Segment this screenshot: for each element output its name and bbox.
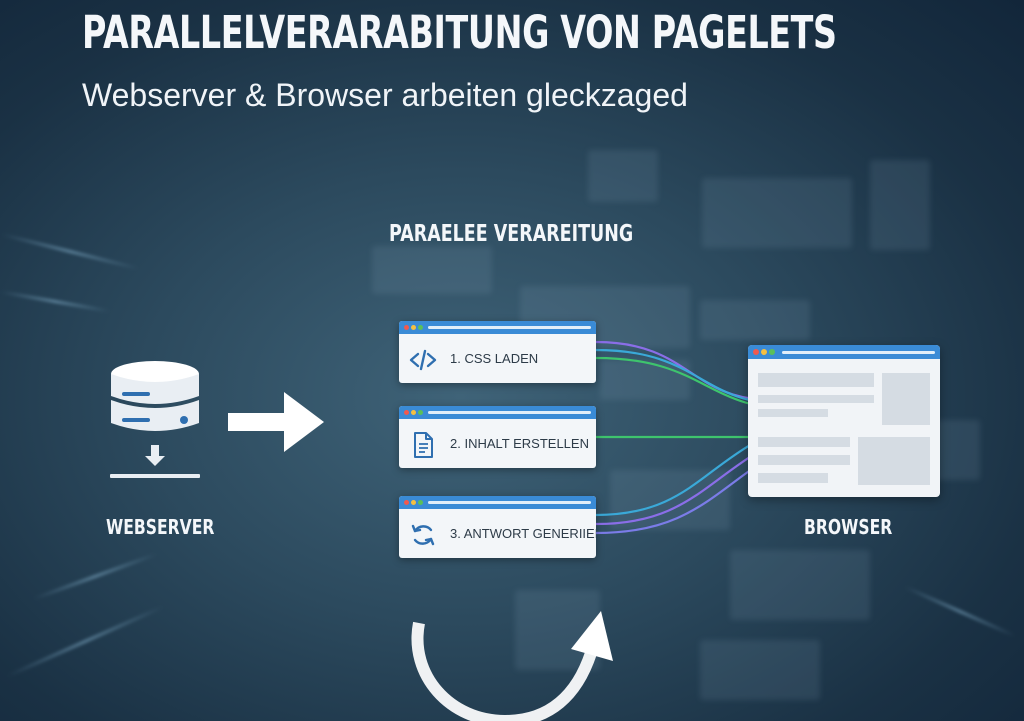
refresh-icon	[411, 524, 435, 546]
light-streak	[0, 290, 110, 313]
pagelet-titlebar	[399, 496, 596, 509]
page-title: PARALLELVERARABITUNG VON PAGELETS	[82, 6, 837, 59]
browser-label: BROWSER	[804, 515, 893, 539]
browser-content-block	[758, 437, 850, 447]
browser-content-block	[758, 455, 850, 465]
background-block	[702, 178, 852, 248]
pagelet-titlebar	[399, 321, 596, 334]
browser-content-block	[758, 395, 874, 403]
pagelet-card-css: 1. CSS LADEN	[399, 321, 596, 383]
browser-window	[748, 345, 940, 497]
pagelet-label: 3. ANTWORT GENERIIEN	[450, 526, 596, 541]
background-block	[730, 550, 870, 620]
background-block	[870, 160, 930, 250]
pagelet-card-response: 3. ANTWORT GENERIIEN	[399, 496, 596, 558]
background-block	[610, 470, 730, 530]
webserver-label: WEBSERVER	[106, 515, 215, 539]
background-block	[600, 360, 690, 400]
background-block	[700, 300, 810, 340]
database-server-icon	[110, 361, 200, 478]
pagelet-label: 2. INHALT ERSTELLEN	[450, 436, 589, 451]
browser-content-block	[858, 437, 930, 485]
arrow-right-icon	[228, 392, 324, 452]
pagelet-titlebar	[399, 406, 596, 419]
browser-content-block	[758, 473, 828, 483]
document-icon	[414, 432, 433, 458]
browser-content-block	[882, 373, 930, 425]
browser-content-block	[758, 373, 874, 387]
page-subtitle: Webserver & Browser arbeiten gleckzaged	[82, 77, 688, 113]
background-block	[700, 640, 820, 700]
light-streak	[904, 585, 1016, 638]
browser-titlebar	[748, 345, 940, 359]
cycle-arrow-icon	[411, 611, 613, 721]
background-block	[588, 150, 658, 202]
pagelet-card-content: 2. INHALT ERSTELLEN	[399, 406, 596, 468]
light-streak	[33, 552, 157, 601]
light-streak	[1, 233, 139, 270]
code-icon	[409, 349, 437, 371]
pagelet-label: 1. CSS LADEN	[450, 351, 539, 366]
background-block	[372, 246, 492, 294]
browser-content-block	[758, 409, 828, 417]
section-heading: PARAELEE VERAREITUNG	[389, 221, 634, 247]
light-streak	[6, 605, 164, 678]
